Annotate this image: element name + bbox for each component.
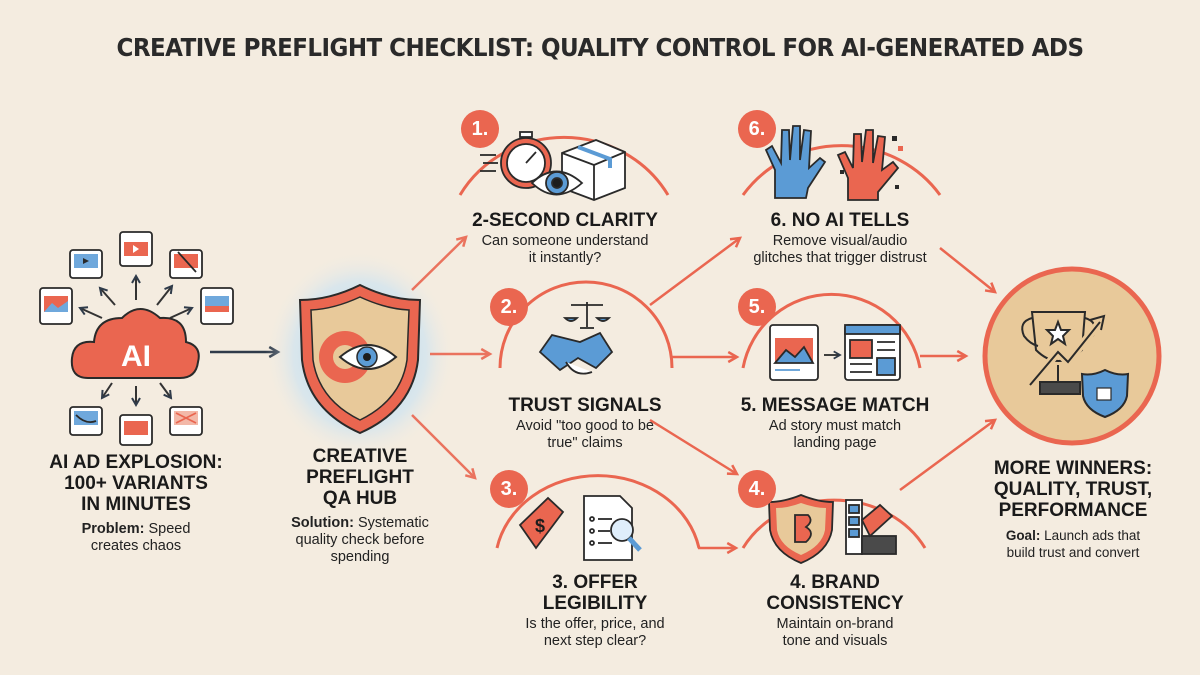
- problem-heading: AI AD EXPLOSION: 100+ VARIANTS IN MINUTE…: [49, 452, 223, 515]
- hub-heading: CREATIVE PREFLIGHT QA HUB: [306, 446, 414, 509]
- brand-shield-swatches-icon: [768, 494, 897, 564]
- trophy-growth-thumbsup-icon: [982, 266, 1162, 446]
- goal-section: MORE WINNERS: QUALITY, TRUST, PERFORMANC…: [978, 458, 1168, 561]
- step-1-description: Can someone understand it instantly?: [481, 233, 649, 266]
- hub-description: Solution: Systematic quality check befor…: [291, 515, 429, 565]
- hub-section: CREATIVE PREFLIGHT QA HUB Solution: Syst…: [270, 446, 450, 566]
- step-6-ai-tells: 6. NO AI TELLS Remove visual/audio glitc…: [730, 210, 950, 267]
- step-2-heading: TRUST SIGNALS: [508, 395, 662, 416]
- step-1-clarity: 2-SECOND CLARITY Can someone understand …: [460, 210, 670, 267]
- price-tag-document-icon: $: [518, 495, 642, 561]
- svg-text:$: $: [535, 516, 545, 536]
- step-6-description: Remove visual/audio glitches that trigge…: [753, 233, 927, 266]
- stopwatch-eye-box-icon: [480, 131, 626, 201]
- step-6-heading: 6. NO AI TELLS: [770, 210, 910, 231]
- goal-description: Goal: Launch ads that build trust and co…: [1005, 528, 1141, 560]
- ad-variant-cards: [39, 231, 234, 446]
- ad-to-landing-page-icon: [769, 324, 901, 381]
- step-1-badge: 1.: [461, 110, 499, 148]
- shield-gear-eye-icon: [265, 250, 455, 460]
- step-5-badge: 5.: [738, 288, 776, 326]
- step-2-description: Avoid "too good to be true" claims: [516, 418, 654, 451]
- step-1-heading: 2-SECOND CLARITY: [472, 210, 658, 231]
- step-5-heading: 5. MESSAGE MATCH: [740, 395, 930, 416]
- step-4-badge: 4.: [738, 470, 776, 508]
- ai-cloud-icon: AI: [70, 273, 200, 408]
- step-3-badge: 3.: [490, 470, 528, 508]
- goal-heading: MORE WINNERS: QUALITY, TRUST, PERFORMANC…: [993, 458, 1153, 521]
- step-2-trust: TRUST SIGNALS Avoid "too good to be true…: [480, 395, 690, 452]
- human-vs-glitch-hand-icon: [764, 125, 903, 201]
- svg-text:AI: AI: [121, 340, 151, 373]
- problem-description: Problem: Speed creates chaos: [81, 521, 191, 554]
- step-4-brand: 4. BRAND CONSISTENCY Maintain on-brand t…: [735, 572, 935, 650]
- step-3-description: Is the offer, price, and next step clear…: [525, 616, 665, 649]
- step-5-message: 5. MESSAGE MATCH Ad story must match lan…: [730, 395, 940, 452]
- step-6-badge: 6.: [738, 110, 776, 148]
- step-3-offer: 3. OFFER LEGIBILITY Is the offer, price,…: [490, 572, 700, 650]
- step-4-heading: 4. BRAND CONSISTENCY: [766, 572, 904, 614]
- page-title: CREATIVE PREFLIGHT CHECKLIST: QUALITY CO…: [116, 33, 1084, 62]
- step-2-badge: 2.: [490, 288, 528, 326]
- problem-section: AI AD EXPLOSION: 100+ VARIANTS IN MINUTE…: [30, 452, 242, 555]
- step-3-heading: 3. OFFER LEGIBILITY: [542, 572, 648, 614]
- scales-handshake-icon: [538, 302, 614, 375]
- step-4-description: Maintain on-brand tone and visuals: [776, 616, 894, 649]
- step-5-description: Ad story must match landing page: [768, 418, 902, 451]
